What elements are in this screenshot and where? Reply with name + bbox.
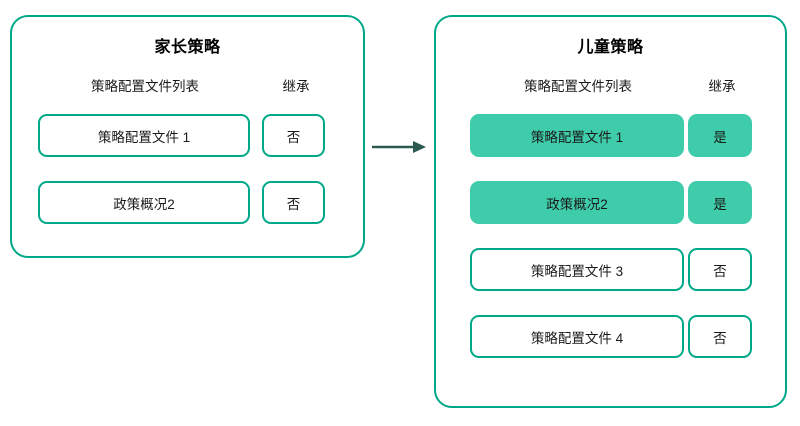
child-rows: 策略配置文件 1 是 政策概况2 是 策略配置文件 3 否 策略配置文件 4 否: [436, 114, 785, 358]
parent-header-profile-list: 策略配置文件列表: [91, 79, 199, 94]
child-policy-panel: 儿童策略 策略配置文件列表 继承 策略配置文件 1 是 政策概况2 是 策略配置…: [434, 15, 787, 408]
parent-inherit-badge-2[interactable]: 否: [262, 181, 325, 224]
table-row: 策略配置文件 4 否: [436, 315, 785, 358]
inheritance-flow-arrow: [372, 141, 426, 153]
parent-inherit-badge-1[interactable]: 否: [262, 114, 325, 157]
table-row: 政策概况2 是: [436, 181, 785, 224]
parent-header-inherit: 继承: [282, 79, 310, 94]
parent-profile-box-2[interactable]: 政策概况2: [38, 181, 250, 224]
parent-column-headers: 策略配置文件列表 继承: [12, 75, 363, 99]
table-row: 政策概况2 否: [12, 181, 363, 224]
parent-policy-panel: 家长策略 策略配置文件列表 继承 策略配置文件 1 否 政策概况2 否: [10, 15, 365, 258]
parent-profile-box-1[interactable]: 策略配置文件 1: [38, 114, 250, 157]
parent-panel-title: 家长策略: [154, 39, 221, 56]
child-header-inherit: 继承: [708, 79, 736, 94]
child-inherit-badge-3[interactable]: 否: [688, 248, 752, 291]
child-column-headers: 策略配置文件列表 继承: [436, 75, 785, 99]
child-inherit-badge-2[interactable]: 是: [688, 181, 752, 224]
parent-rows: 策略配置文件 1 否 政策概况2 否: [12, 114, 363, 224]
table-row: 策略配置文件 3 否: [436, 248, 785, 291]
child-inherit-badge-4[interactable]: 否: [688, 315, 752, 358]
child-profile-box-4[interactable]: 策略配置文件 4: [470, 315, 684, 358]
child-profile-box-1[interactable]: 策略配置文件 1: [470, 114, 684, 157]
child-header-profile-list: 策略配置文件列表: [524, 79, 632, 94]
child-panel-title: 儿童策略: [577, 39, 644, 56]
table-row: 策略配置文件 1 否: [12, 114, 363, 157]
child-profile-box-3[interactable]: 策略配置文件 3: [470, 248, 684, 291]
table-row: 策略配置文件 1 是: [436, 114, 785, 157]
child-inherit-badge-1[interactable]: 是: [688, 114, 752, 157]
child-profile-box-2[interactable]: 政策概况2: [470, 181, 684, 224]
